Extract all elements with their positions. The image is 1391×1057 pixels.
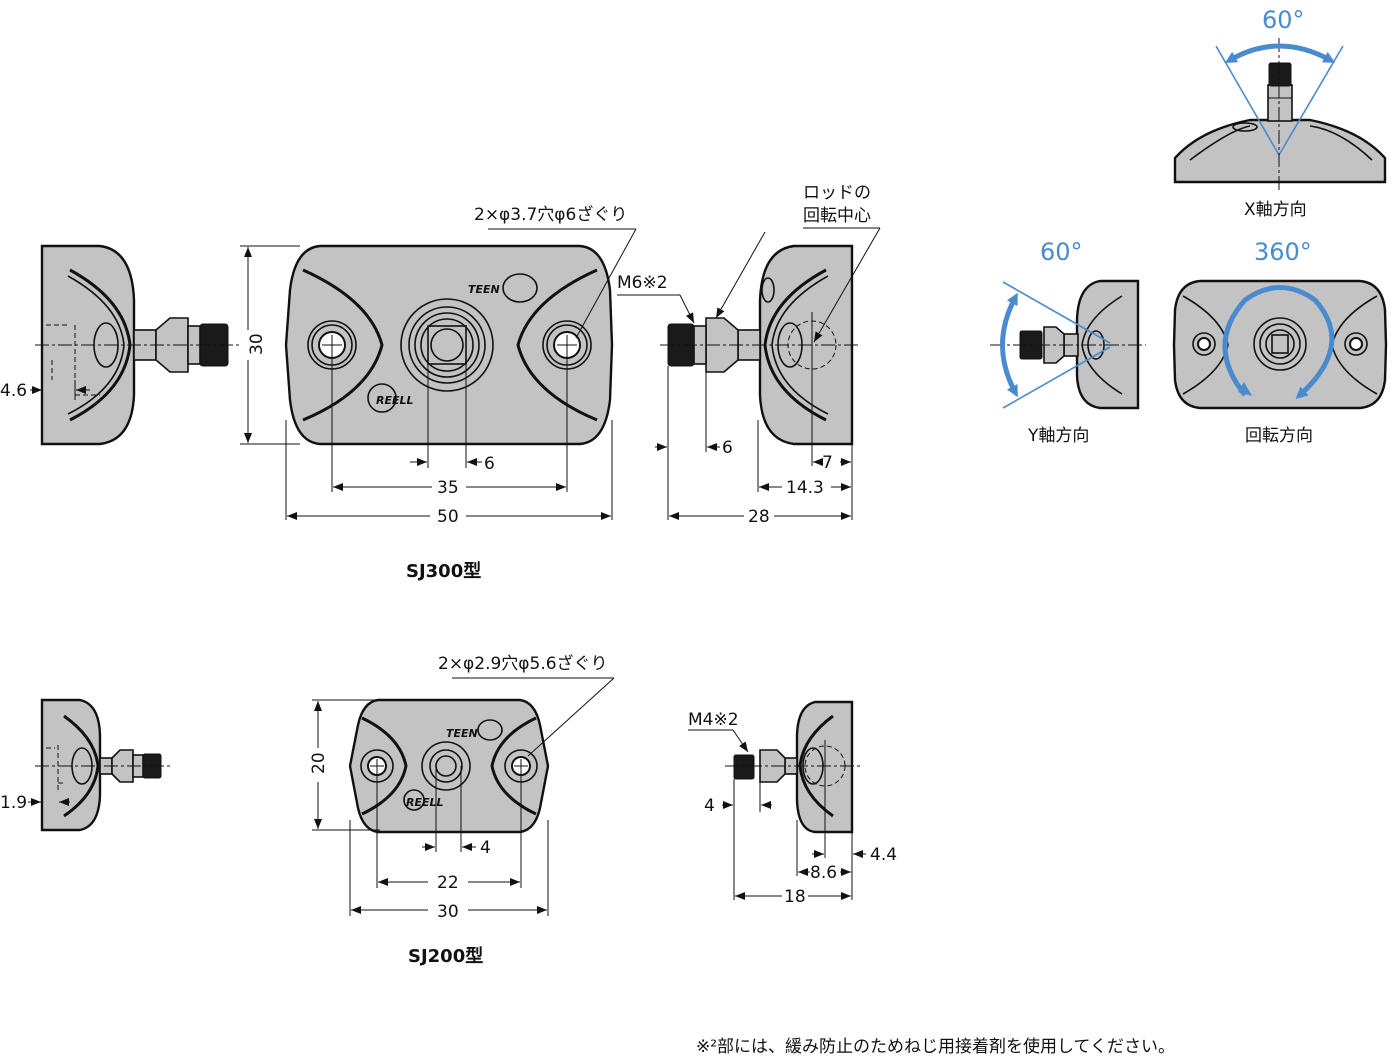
dim-sj200-width: 30	[437, 902, 459, 922]
dim-sj300-center-bore: 6	[484, 454, 495, 474]
dim-sj300-width: 50	[437, 507, 459, 527]
sj200-side-view-left: 1.9	[0, 698, 170, 832]
dim-sj300-overall-len: 28	[748, 507, 770, 527]
dim-sj200-rod-len: 4	[704, 796, 715, 816]
sj300-rotation-center-line1: ロッドの	[803, 183, 871, 203]
sj300-hole-note: 2×φ3.7穴φ6ざぐり	[474, 204, 627, 225]
sj300-thread-note: M6※2	[617, 273, 668, 293]
sj300-model-label: SJ300型	[406, 560, 481, 582]
sj200-thread-note: M4※2	[688, 710, 739, 730]
dim-sj200-height: 20	[309, 752, 329, 774]
dim-sj300-body-depth: 14.3	[786, 478, 824, 498]
y-axis-motion-diagram: 60° Y軸方向	[990, 238, 1146, 446]
dim-sj300-center-offset: 7	[822, 453, 833, 473]
footnote: ※²部には、緩み防止のためねじ用接着剤を使用してください。	[696, 1036, 1175, 1057]
sj300-side-view-left: 4.6 30	[0, 244, 300, 446]
dim-sj200-hole-pitch: 22	[437, 873, 459, 893]
dim-sj200-left-offset: 1.9	[0, 793, 27, 813]
sj300-rotation-center-line2: 回転中心	[803, 206, 871, 226]
dim-sj200-overall-len: 18	[784, 887, 806, 907]
y-axis-angle: 60°	[1040, 238, 1083, 266]
sj200-hole-note: 2×φ2.9穴φ5.6ざぐり	[438, 653, 608, 674]
sj300-side-view-right: M6※2 ロッドの 回転中心 6 7 14.3 28	[617, 183, 881, 527]
logo-reell: REELL	[376, 394, 414, 407]
y-axis-label: Y軸方向	[1027, 426, 1089, 446]
sj200-model-label: SJ200型	[408, 945, 483, 967]
dim-sj300-left-offset: 4.6	[0, 381, 27, 401]
dim-sj200-center-bore: 4	[480, 838, 491, 858]
logo-teen-small: TEEN	[446, 727, 478, 740]
sj200-front-view: TEEN REELL 2×φ2.9穴φ5.6ざぐり 20 4 22 30 SJ2…	[309, 653, 615, 967]
dim-sj200-body-depth: 8.6	[810, 863, 837, 883]
x-axis-angle: 60°	[1262, 6, 1305, 34]
dim-sj300-hole-pitch: 35	[437, 478, 459, 498]
rotation-label: 回転方向	[1245, 426, 1313, 446]
dim-sj300-height: 30	[247, 333, 267, 355]
x-axis-label: X軸方向	[1244, 200, 1307, 220]
dim-sj300-rod-len: 6	[722, 438, 733, 458]
x-axis-motion-diagram: 60° X軸方向	[1173, 6, 1387, 220]
sj300-front-view: TEEN REELL 2×φ3.7穴φ6ざぐり 6 35 50 SJ300型	[284, 204, 637, 582]
logo-teen: TEEN	[468, 283, 500, 296]
sj200-side-view-right: M4※2 4 4.4 8.6 18	[688, 700, 897, 907]
logo-reell-small: REELL	[406, 796, 444, 809]
dim-sj200-center-offset: 4.4	[870, 845, 897, 865]
rotation-angle: 360°	[1254, 238, 1312, 266]
rotation-motion-diagram: 360° 回転方向	[1172, 238, 1388, 446]
